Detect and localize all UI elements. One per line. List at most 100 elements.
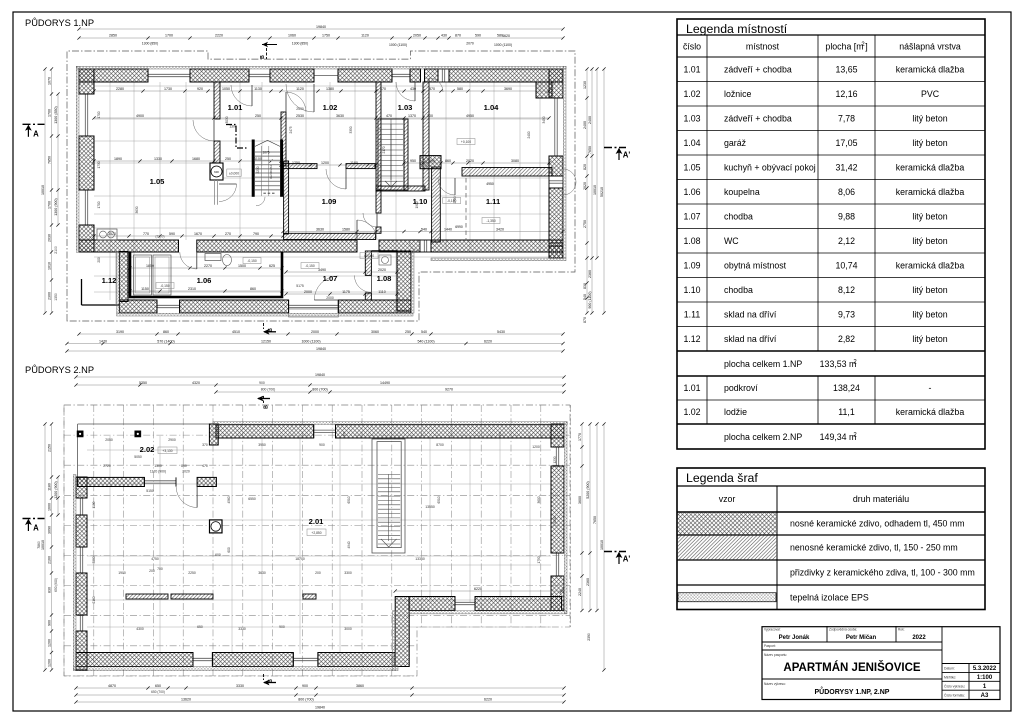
svg-text:PŮDORYS 2.NP: PŮDORYS 2.NP <box>25 364 94 375</box>
svg-text:600: 600 <box>215 553 221 557</box>
svg-text:2400: 2400 <box>588 116 592 124</box>
svg-text:Číslo výkresu:: Číslo výkresu: <box>944 684 965 689</box>
svg-text:450: 450 <box>342 431 346 436</box>
svg-text:litý beton: litý beton <box>912 211 947 221</box>
svg-text:1440: 1440 <box>444 227 452 231</box>
svg-text:12,16: 12,16 <box>835 89 857 99</box>
svg-text:vzor: vzor <box>719 494 736 504</box>
svg-text:2020: 2020 <box>182 470 190 474</box>
svg-text:3950: 3950 <box>258 443 266 447</box>
svg-text:1.11: 1.11 <box>684 309 701 319</box>
svg-text:1910: 1910 <box>415 201 419 208</box>
svg-text:830: 830 <box>583 283 587 289</box>
svg-text:2780: 2780 <box>453 196 457 203</box>
svg-text:1300: 1300 <box>229 125 237 129</box>
svg-text:Rok:: Rok: <box>898 628 905 632</box>
svg-text:12150: 12150 <box>261 339 271 343</box>
svg-text:1380: 1380 <box>326 87 334 91</box>
svg-text:3490: 3490 <box>318 268 326 272</box>
svg-text:2,12: 2,12 <box>838 236 855 246</box>
svg-text:1.01: 1.01 <box>683 383 700 393</box>
svg-text:470: 470 <box>380 87 386 91</box>
svg-text:133,53 m: 133,53 m <box>820 359 857 369</box>
svg-text:3000: 3000 <box>344 627 352 631</box>
svg-text:3420: 3420 <box>496 227 504 231</box>
svg-text:580: 580 <box>457 87 463 91</box>
svg-text:4560: 4560 <box>227 496 231 503</box>
svg-text:2310: 2310 <box>188 287 196 291</box>
svg-text:2030: 2030 <box>47 234 51 242</box>
svg-text:1750: 1750 <box>537 556 541 563</box>
svg-text:540 (1100): 540 (1100) <box>417 339 434 343</box>
svg-text:2400: 2400 <box>583 121 587 129</box>
svg-text:1700: 1700 <box>165 34 173 38</box>
svg-text:2000: 2000 <box>311 330 319 334</box>
svg-text:1300 (850): 1300 (850) <box>54 106 58 123</box>
svg-text:4750: 4750 <box>151 557 159 561</box>
svg-text:1300 (850): 1300 (850) <box>142 42 158 46</box>
svg-text:6220: 6220 <box>484 339 492 343</box>
svg-text:1700: 1700 <box>47 109 51 117</box>
svg-text:-0,150: -0,150 <box>305 264 315 268</box>
svg-text:-0,150: -0,150 <box>247 259 257 263</box>
svg-text:1.03: 1.03 <box>398 103 413 112</box>
svg-text:3080: 3080 <box>92 556 96 563</box>
svg-text:2270: 2270 <box>204 264 212 268</box>
svg-text:370: 370 <box>202 443 208 447</box>
svg-text:1770: 1770 <box>578 433 582 441</box>
svg-text:3060: 3060 <box>371 330 379 334</box>
svg-text:2100: 2100 <box>54 246 58 254</box>
svg-text:6510: 6510 <box>347 496 351 503</box>
svg-text:4300: 4300 <box>136 627 144 631</box>
svg-text:1010: 1010 <box>47 262 51 270</box>
svg-text:860: 860 <box>445 159 451 163</box>
svg-text:250: 250 <box>405 330 411 334</box>
svg-text:430: 430 <box>410 87 416 91</box>
svg-text:litý beton: litý beton <box>912 309 947 319</box>
svg-text:Název pasportu:: Název pasportu: <box>764 653 787 657</box>
svg-text:podkroví: podkroví <box>724 383 758 393</box>
svg-text:870: 870 <box>429 87 435 91</box>
svg-text:litý beton: litý beton <box>912 236 947 246</box>
svg-text:470: 470 <box>386 114 392 118</box>
svg-text:Měřítko:: Měřítko: <box>944 676 956 680</box>
svg-text:19840: 19840 <box>315 373 325 377</box>
svg-text:540: 540 <box>583 294 587 300</box>
svg-text:4950: 4950 <box>466 114 474 118</box>
svg-text:2530: 2530 <box>296 107 304 111</box>
svg-text:6220: 6220 <box>484 698 492 702</box>
svg-text:4320: 4320 <box>192 381 200 385</box>
svg-text:3330: 3330 <box>236 684 244 688</box>
svg-text:+0,100: +0,100 <box>461 140 471 144</box>
svg-text:-1,350: -1,350 <box>486 219 496 223</box>
svg-text:2400: 2400 <box>527 131 531 138</box>
svg-text:tepelná izolace EPS: tepelná izolace EPS <box>790 592 869 602</box>
svg-text:1.07: 1.07 <box>683 211 700 221</box>
svg-text:5430: 5430 <box>497 330 505 334</box>
svg-text:149,34 m: 149,34 m <box>820 432 857 442</box>
svg-text:1.09: 1.09 <box>322 197 337 206</box>
svg-text:litý beton: litý beton <box>912 138 947 148</box>
svg-text:1175: 1175 <box>342 290 350 294</box>
svg-text:2250: 2250 <box>188 571 196 575</box>
svg-text:1.06: 1.06 <box>683 187 700 197</box>
svg-text:kuchyň + obývací pokoj: kuchyň + obývací pokoj <box>724 162 816 172</box>
svg-text:1200: 1200 <box>321 161 329 165</box>
svg-text:2,82: 2,82 <box>838 334 855 344</box>
svg-text:1.06: 1.06 <box>197 276 212 285</box>
svg-text:8,12: 8,12 <box>838 285 855 295</box>
svg-text:1150: 1150 <box>141 287 149 291</box>
svg-text:1330: 1330 <box>154 157 162 161</box>
svg-text:litý beton: litý beton <box>912 334 947 344</box>
svg-text:6510: 6510 <box>437 496 441 503</box>
svg-text:1680: 1680 <box>192 157 200 161</box>
svg-text:138,24: 138,24 <box>833 383 860 393</box>
svg-text:koupelna: koupelna <box>724 187 760 197</box>
svg-text:A: A <box>33 130 39 139</box>
svg-text:1.08: 1.08 <box>377 274 392 283</box>
svg-text:8,06: 8,06 <box>838 187 855 197</box>
svg-text:1120 (900): 1120 (900) <box>150 470 166 474</box>
svg-text:3450: 3450 <box>542 116 546 123</box>
svg-text:1200 (900): 1200 (900) <box>54 481 58 498</box>
svg-text:1.08: 1.08 <box>683 236 700 246</box>
